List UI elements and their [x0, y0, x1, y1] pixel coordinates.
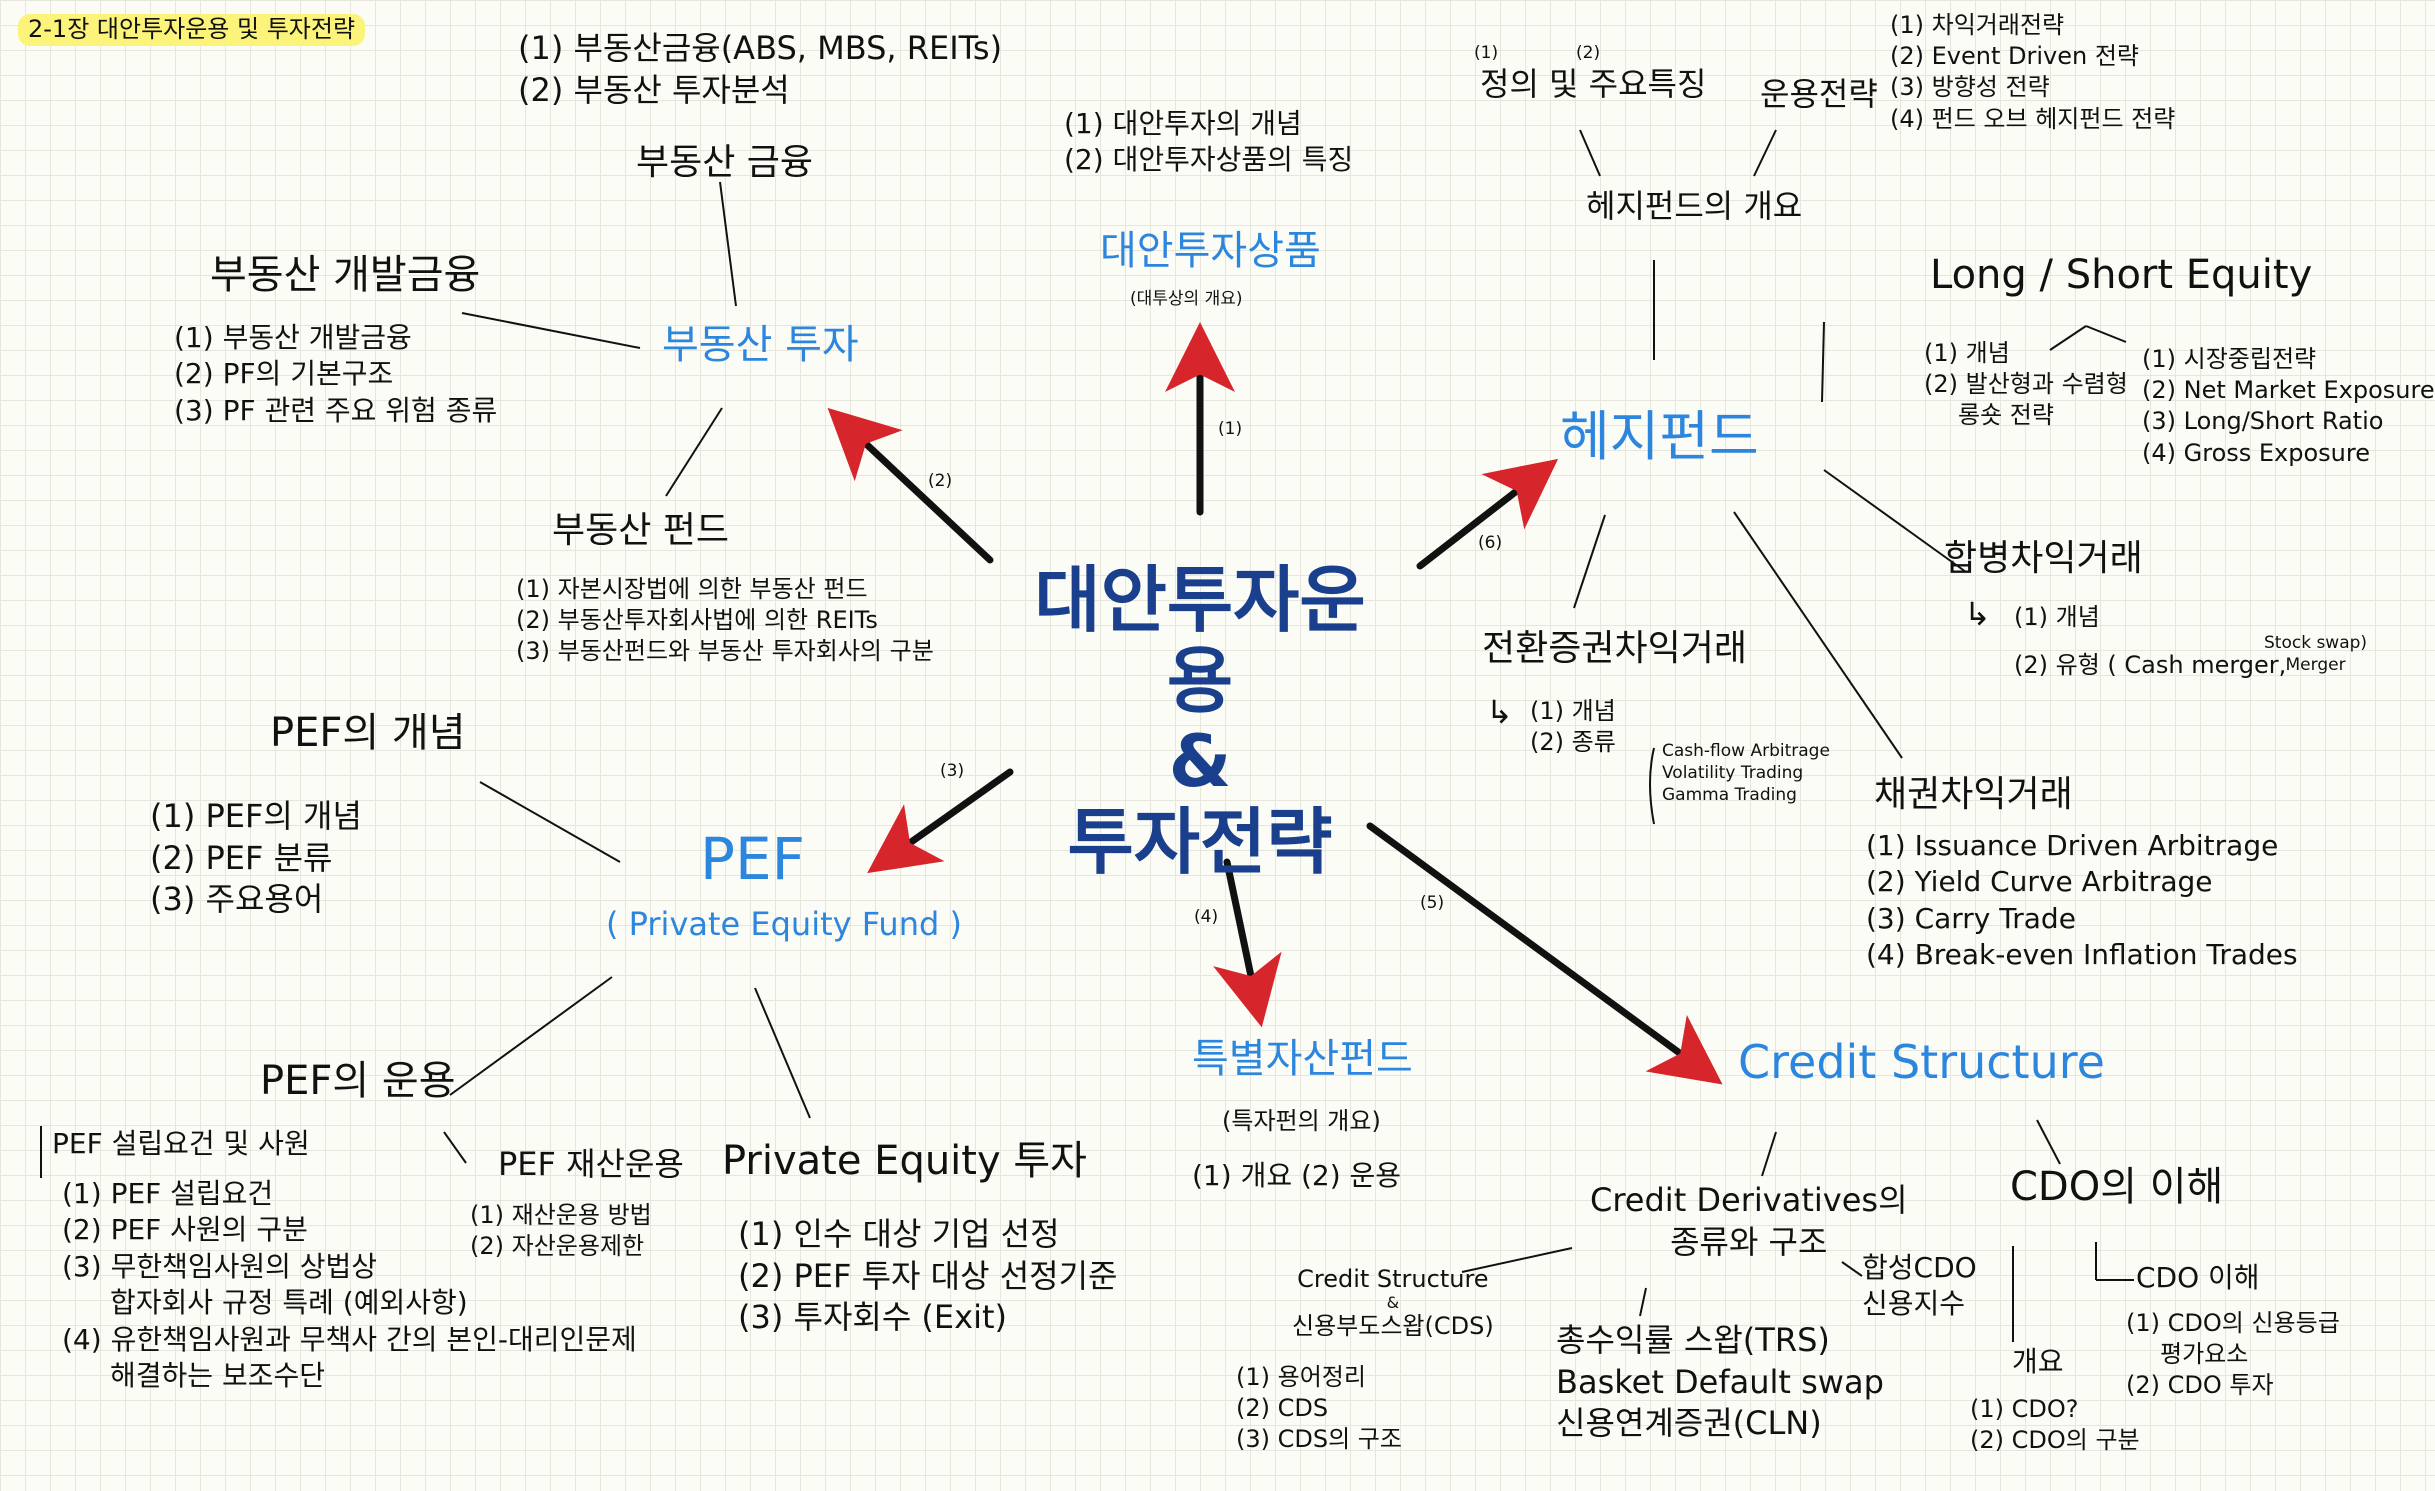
center-title-line1: 대안투자운용 — [1034, 558, 1366, 723]
hedge-ls-right: (1) 시장중립전략 (2) Net Market Exposure (3) L… — [2142, 345, 2435, 467]
hedge-bond-title: 채권차익거래 — [1874, 774, 2073, 815]
credit-cdo-understand-items: (1) CDO의 신용등급 평가요소 (2) CDO 투자 — [2126, 1309, 2340, 1400]
pef-invest-title: Private Equity 투자 — [722, 1138, 1087, 1184]
branch-pef-sub: ( Private Equity Fund ) — [606, 905, 962, 943]
center-title: 대안투자운용 & 투자전략 — [1010, 560, 1390, 883]
center-title-line3: 투자전략 — [1067, 799, 1333, 884]
hedge-overview-title: 헤지펀드의 개요 — [1586, 187, 1803, 225]
arrow-num-special: (4) — [1194, 907, 1219, 927]
hedge-merger-arrow: ↳ — [1964, 595, 1991, 633]
hedge-ls-left: (1) 개념 (2) 발산형과 수렴형 롱숏 전략 — [1924, 339, 2128, 430]
alt-items: (1) 대안투자의 개념 (2) 대안투자상품의 특징 — [1064, 107, 1354, 177]
arrow-num-credit: (5) — [1420, 893, 1445, 913]
pef-ops-box-bracket — [40, 1126, 42, 1178]
hedge-ls-title: Long / Short Equity — [1930, 252, 2313, 298]
hedge-def: 정의 및 주요특징 — [1480, 65, 1707, 103]
re-finance-title: 부동산 금융 — [636, 142, 814, 183]
credit-cdo-overview-items: (1) CDO? (2) CDO의 구분 — [1970, 1395, 2140, 1455]
credit-synth-items: 합성CDO 신용지수 — [1862, 1251, 1977, 1321]
credit-trs-items: 총수익률 스왑(TRS) Basket Default swap 신용연계증권(… — [1556, 1321, 1884, 1443]
credit-deriv-title: Credit Derivatives의 종류와 구조 — [1590, 1181, 1908, 1261]
hedge-merger-stock: Stock swap) Merger — [2264, 633, 2368, 676]
credit-cdo-understand: CDO 이해 — [2136, 1261, 2260, 1294]
pef-ops-items: (1) PEF 설립요건 (2) PEF 사원의 구분 (3) 무한책임사원의 … — [62, 1177, 637, 1392]
credit-cdo-overview: 개요 — [2012, 1345, 2064, 1378]
connector-layer — [443, 129, 2134, 1342]
re-dev-title: 부동산 개발금융 — [210, 252, 481, 298]
arrow-hedge — [1416, 458, 1559, 570]
hedge-conv-types: Cash-flow Arbitrage Volatility Trading G… — [1662, 741, 1830, 806]
hedge-def-num2: (2) — [1576, 43, 1601, 63]
pef-ops-box: PEF 설립요건 및 사원 — [52, 1127, 310, 1160]
pef-concept-title: PEF의 개념 — [270, 710, 466, 756]
special-items: (1) 개요 (2) 운용 — [1192, 1159, 1402, 1192]
branch-credit-title: Credit Structure — [1738, 1035, 2105, 1089]
hedge-merger-title: 합병차익거래 — [1944, 538, 2143, 579]
hedge-conv-items: (1) 개념 (2) 종류 — [1530, 697, 1616, 757]
arrow-pef — [867, 768, 1014, 874]
branch-hedge-title: 헤지펀드 — [1560, 405, 1759, 468]
branch-pef-title: PEF — [700, 825, 805, 893]
hedge-strategy: 운용전략 — [1760, 75, 1878, 113]
hedge-conv-arrow: ↳ — [1486, 693, 1513, 731]
page-title-tag: 2-1장 대안투자운용 및 투자전략 — [18, 14, 366, 46]
pef-asset-items: (1) 재산운용 방법 (2) 자산운용제한 — [470, 1201, 652, 1261]
re-fund-title: 부동산 펀드 — [552, 510, 730, 551]
pef-concept-items: (1) PEF의 개념 (2) PEF 분류 (3) 주요용어 — [150, 797, 362, 919]
arrow-num-pef: (3) — [940, 761, 965, 781]
arrow-num-realestate: (2) — [928, 471, 953, 491]
credit-cdo-title: CDO의 이해 — [2010, 1164, 2224, 1210]
arrow-num-hedge: (6) — [1478, 533, 1503, 553]
hedge-strategy-items: (1) 차익거래전략 (2) Event Driven 전략 (3) 방향성 전… — [1890, 11, 2176, 133]
arrow-num-alt: (1) — [1218, 419, 1243, 439]
branch-alt-title: 대안투자상품 — [1100, 228, 1321, 274]
branch-realestate-title: 부동산 투자 — [662, 322, 859, 368]
branch-special-title: 특별자산펀드 — [1192, 1036, 1413, 1082]
credit-cds-title: Credit Structure & 신용부도스왑(CDS) — [1292, 1265, 1494, 1341]
re-fund-items: (1) 자본시장법에 의한 부동산 펀드 (2) 부동산투자회사법에 의한 RE… — [516, 575, 934, 666]
hedge-conv-title: 전환증권차익거래 — [1482, 628, 1747, 669]
arrow-realestate — [827, 407, 994, 564]
pef-ops-title: PEF의 운용 — [260, 1058, 456, 1104]
hedge-def-num1: (1) — [1474, 43, 1499, 63]
branch-alt-sub: (대투상의 개요) — [1130, 289, 1243, 309]
arrow-credit — [1366, 822, 1723, 1085]
pef-invest-items: (1) 인수 대상 기업 선정 (2) PEF 투자 대상 선정기준 (3) 투… — [738, 1215, 1118, 1337]
hedge-merger-item2: (2) 유형 ( Cash merger, — [2014, 651, 2287, 679]
re-dev-items: (1) 부동산 개발금융 (2) PF의 기본구조 (3) PF 관련 주요 위… — [174, 321, 498, 427]
center-title-line2: & — [1168, 719, 1232, 804]
pef-asset-title: PEF 재산운용 — [498, 1145, 684, 1183]
branch-special-sub: (특자펀의 개요) — [1222, 1107, 1381, 1135]
hedge-bond-items: (1) Issuance Driven Arbitrage (2) Yield … — [1866, 829, 2298, 972]
arrow-special — [1213, 858, 1282, 1028]
credit-cds-items: (1) 용어정리 (2) CDS (3) CDS의 구조 — [1236, 1363, 1402, 1454]
hedge-merger-item1: (1) 개념 — [2014, 603, 2100, 631]
re-finance-items: (1) 부동산금융(ABS, MBS, REITs) (2) 부동산 투자분석 — [518, 29, 1003, 109]
